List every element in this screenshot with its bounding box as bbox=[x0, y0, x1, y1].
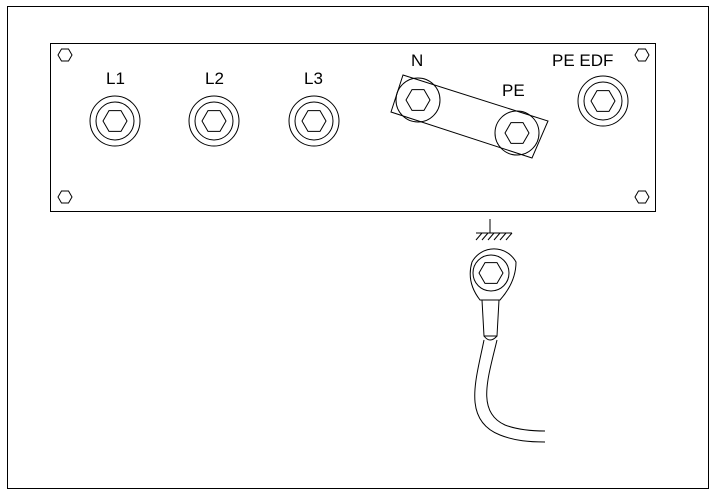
terminal-pe-edf bbox=[577, 75, 629, 127]
mounting-screw-bottom-left-icon bbox=[57, 190, 73, 204]
terminal-label-n: N bbox=[411, 51, 423, 70]
terminal-label-pe-edf: PE EDF bbox=[552, 51, 613, 70]
ground-cable-lug bbox=[469, 248, 517, 341]
terminal-label-l3: L3 bbox=[304, 69, 323, 88]
ground-symbol-icon bbox=[475, 219, 513, 241]
ground-cable bbox=[474, 339, 546, 443]
mounting-screw-top-right-icon bbox=[634, 48, 650, 62]
hex-bolt-icon bbox=[478, 262, 504, 284]
n-pe-bridge-strap bbox=[390, 74, 549, 159]
outer-frame bbox=[7, 6, 709, 489]
terminal-n bbox=[395, 77, 441, 123]
terminal-l2 bbox=[188, 95, 240, 147]
hex-bolt-icon bbox=[102, 110, 128, 132]
terminal-label-l1: L1 bbox=[106, 69, 125, 88]
hex-bolt-icon bbox=[301, 110, 327, 132]
terminal-label-pe: PE bbox=[502, 81, 525, 100]
mounting-screw-bottom-right-icon bbox=[634, 190, 650, 204]
hex-bolt-icon bbox=[504, 122, 530, 144]
terminal-l1 bbox=[89, 95, 141, 147]
terminal-l3 bbox=[288, 95, 340, 147]
hex-bolt-icon bbox=[201, 110, 227, 132]
terminal-plate bbox=[50, 43, 656, 212]
hex-bolt-icon bbox=[590, 90, 616, 112]
mounting-screw-top-left-icon bbox=[57, 48, 73, 62]
terminal-label-l2: L2 bbox=[205, 69, 224, 88]
hex-bolt-icon bbox=[405, 89, 431, 111]
